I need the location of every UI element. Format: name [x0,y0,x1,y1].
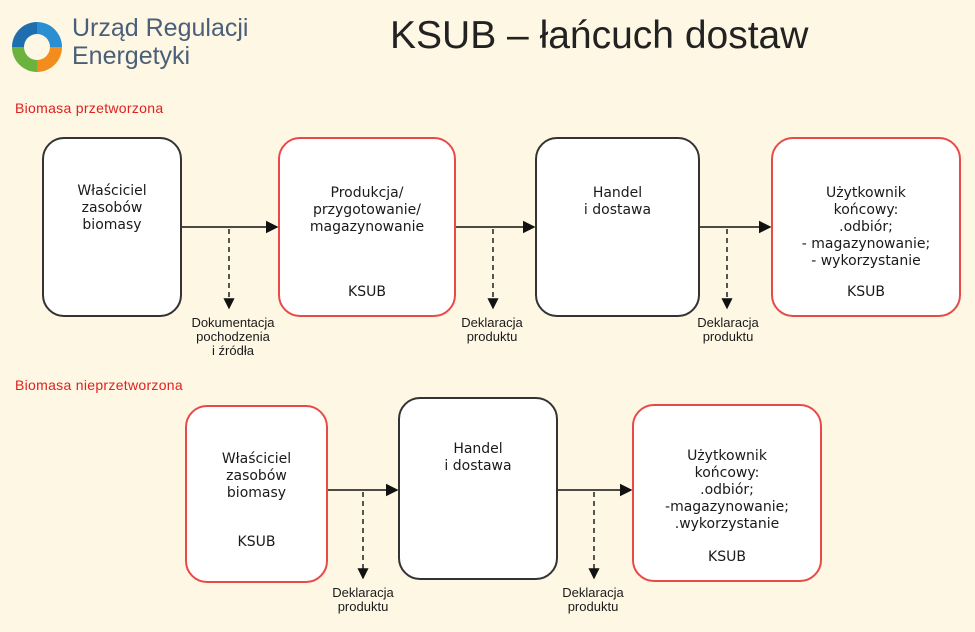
ksub-badge: KSUB [237,534,276,550]
box-label: Użytkownik końcowy: .odbiór; - magazynow… [801,185,931,269]
annotation-product-declaration: Deklaracja produktu [562,585,624,614]
ksub-badge: KSUB [708,549,746,565]
annotation-product-declaration: Deklaracja produktu [697,315,759,344]
ure-logo-icon [12,22,62,72]
ksub-badge: KSUB [348,284,386,300]
ksub-badge: KSUB [847,284,885,300]
box-end-user: Użytkownik końcowy: .odbiór; - magazynow… [771,137,961,317]
annotation-product-declaration: Deklaracja produktu [461,315,523,344]
box-trade-delivery: Handel i dostawa [398,397,558,580]
box-label: Produkcja/ przygotowanie/ magazynowanie [309,185,425,235]
box-trade-delivery: Handel i dostawa [535,137,700,317]
box-end-user: Użytkownik końcowy: .odbiór; -magazynowa… [632,404,822,582]
box-label: Właściciel zasobów biomasy [221,451,292,501]
box-label: Handel i dostawa [583,185,652,218]
box-label: Użytkownik końcowy: .odbiór; -magazynowa… [665,448,789,532]
box-production: Produkcja/ przygotowanie/ magazynowanie … [278,137,456,317]
box-label: Handel i dostawa [444,441,512,474]
box-biomass-owner: Właściciel zasobów biomasy [42,137,182,317]
section-label-processed: Biomasa przetworzona [15,100,164,116]
annotation-product-declaration: Deklaracja produktu [332,585,394,614]
annotation-origin-documentation: Dokumentacja pochodzenia i źródła [191,315,275,358]
section-label-unprocessed: Biomasa nieprzetworzona [15,377,183,393]
box-label: Właściciel zasobów biomasy [77,183,147,233]
organization-name: Urząd Regulacji Energetyki [72,14,248,70]
slide-title: KSUB – łańcuch dostaw [390,14,809,57]
org-name-line1: Urząd Regulacji [72,14,249,42]
box-biomass-owner: Właściciel zasobów biomasy KSUB [185,405,328,583]
org-name-line2: Energetyki [72,42,191,70]
